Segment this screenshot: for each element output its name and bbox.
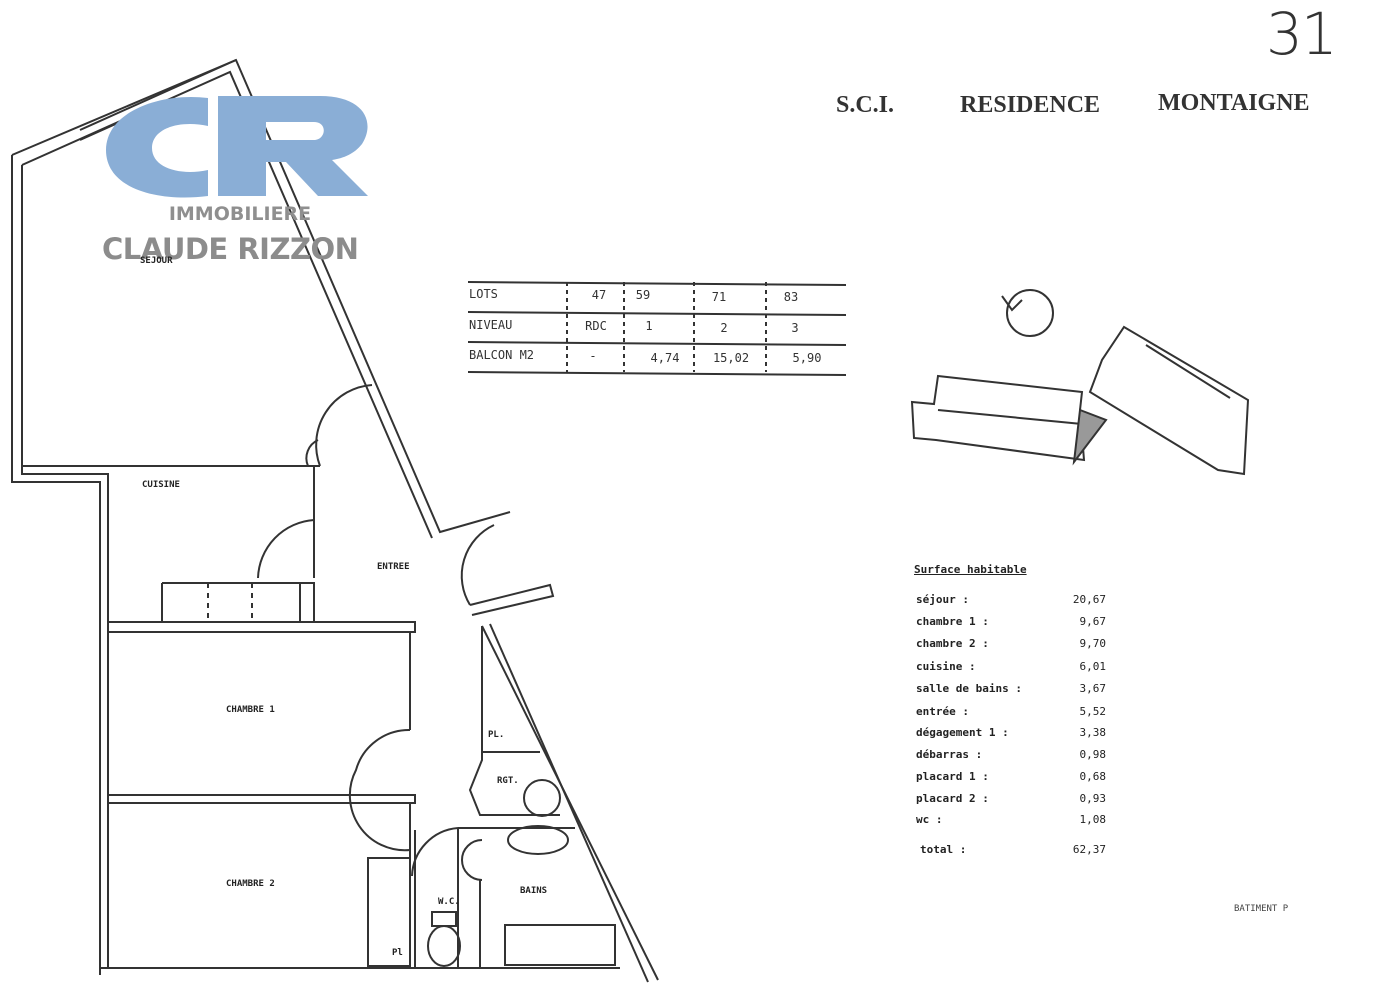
sejour-bottom-wall xyxy=(21,465,320,474)
surface-total-label: total : xyxy=(920,843,967,856)
room-label-bains: BAINS xyxy=(520,886,548,896)
document-header: S.C.I. RESIDENCE MONTAIGNE xyxy=(836,90,1326,132)
table-cell: 15,02 xyxy=(712,351,750,365)
surface-value: 9,67 xyxy=(1079,615,1107,628)
table-cell: 47 xyxy=(591,288,607,302)
table-row-label: BALCON M2 xyxy=(469,348,535,362)
surface-row: placard 2 : 0,93 xyxy=(916,792,1106,810)
table-cell: 1 xyxy=(645,319,653,333)
room-label-pl: PL. xyxy=(488,730,505,740)
surface-row: entrée : 5,52 xyxy=(916,705,1106,723)
surface-row: cuisine : 6,01 xyxy=(916,660,1106,678)
lots-table: LOTS 47 59 71 83 NIVEAU RDC 1 2 3 BALCON… xyxy=(466,279,846,375)
table-cell: 2 xyxy=(720,321,728,335)
table-cell: 59 xyxy=(635,288,651,302)
logo-subtitle: IMMOBILIERE xyxy=(168,203,312,225)
surface-row: débarras : 0,98 xyxy=(916,748,1106,766)
surface-label: débarras : xyxy=(916,748,983,761)
surface-row: dégagement 1 : 3,38 xyxy=(916,726,1106,744)
room-label-cuisine: CUISINE xyxy=(142,480,180,490)
logo-name: CLAUDE RIZZON xyxy=(102,232,359,266)
surface-title: Surface habitable xyxy=(914,563,1027,576)
surface-label: chambre 1 : xyxy=(916,615,989,628)
surface-row: séjour : 20,67 xyxy=(916,593,1106,611)
surface-row: placard 1 : 0,68 xyxy=(916,770,1106,788)
table-cell: 83 xyxy=(783,290,799,304)
room-label-pl2: Pl xyxy=(392,948,403,958)
surface-value: 9,70 xyxy=(1079,637,1107,650)
surface-value: 3,38 xyxy=(1079,726,1107,739)
surface-row: salle de bains : 3,67 xyxy=(916,682,1106,700)
table-cell: - xyxy=(589,349,597,363)
surface-label: séjour : xyxy=(916,593,969,606)
table-cell: 4,74 xyxy=(650,351,680,365)
surface-value: 20,67 xyxy=(1072,593,1106,606)
surface-label: wc : xyxy=(916,813,943,826)
table-cell: 71 xyxy=(711,290,727,304)
exterior-wall-outer xyxy=(11,155,101,975)
surface-total-row: total : 62,37 xyxy=(916,843,1106,861)
room-label-wc: W.C. xyxy=(438,897,460,907)
exterior-wall-inner xyxy=(21,165,109,968)
surface-label: placard 2 : xyxy=(916,792,989,805)
surface-value: 3,67 xyxy=(1079,682,1107,695)
surface-label: entrée : xyxy=(916,705,969,718)
room-label-entree: ENTREE xyxy=(377,562,410,572)
header-residence: RESIDENCE xyxy=(960,92,1101,118)
agency-logo xyxy=(106,96,368,198)
kitchen-wall xyxy=(108,621,416,633)
room-label-chambre2: CHAMBRE 2 xyxy=(226,879,275,889)
surface-total-value: 62,37 xyxy=(1072,843,1106,856)
table-cell: 5,90 xyxy=(792,351,822,365)
page-number: 31 xyxy=(1266,0,1338,68)
surface-value: 0,93 xyxy=(1079,792,1107,805)
room-label-sejour: SEJOUR xyxy=(140,256,173,266)
surface-habitable-table: Surface habitable séjour : 20,67 chambre … xyxy=(914,560,1114,860)
surface-label: salle de bains : xyxy=(916,682,1022,695)
room-label-chambre1: CHAMBRE 1 xyxy=(226,705,275,715)
surface-value: 0,68 xyxy=(1079,770,1107,783)
surface-row: chambre 2 : 9,70 xyxy=(916,637,1106,655)
surface-value: 6,01 xyxy=(1079,660,1107,673)
table-row-label: LOTS xyxy=(469,287,498,301)
sejour-wall-top xyxy=(11,58,511,534)
header-sci: S.C.I. xyxy=(836,92,895,118)
site-plan xyxy=(910,289,1250,476)
table-cell: RDC xyxy=(585,319,607,333)
surface-row: wc : 1,08 xyxy=(916,813,1106,831)
batiment-label: BATIMENT P xyxy=(1234,904,1289,914)
surface-label: placard 1 : xyxy=(916,770,989,783)
surface-value: 5,52 xyxy=(1079,705,1107,718)
surface-value: 0,98 xyxy=(1079,748,1107,761)
table-rules xyxy=(467,281,847,376)
bedroom-wall xyxy=(108,794,416,804)
table-row-label: NIVEAU xyxy=(469,318,513,332)
surface-label: chambre 2 : xyxy=(916,637,989,650)
balcony-rail xyxy=(79,59,237,131)
table-cell: 3 xyxy=(791,321,799,335)
surface-value: 1,08 xyxy=(1079,813,1107,826)
surface-label: cuisine : xyxy=(916,660,976,673)
room-label-rgt: RGT. xyxy=(497,776,519,786)
header-montaigne: MONTAIGNE xyxy=(1158,90,1310,116)
surface-label: dégagement 1 : xyxy=(916,726,1009,739)
surface-row: chambre 1 : 9,67 xyxy=(916,615,1106,633)
